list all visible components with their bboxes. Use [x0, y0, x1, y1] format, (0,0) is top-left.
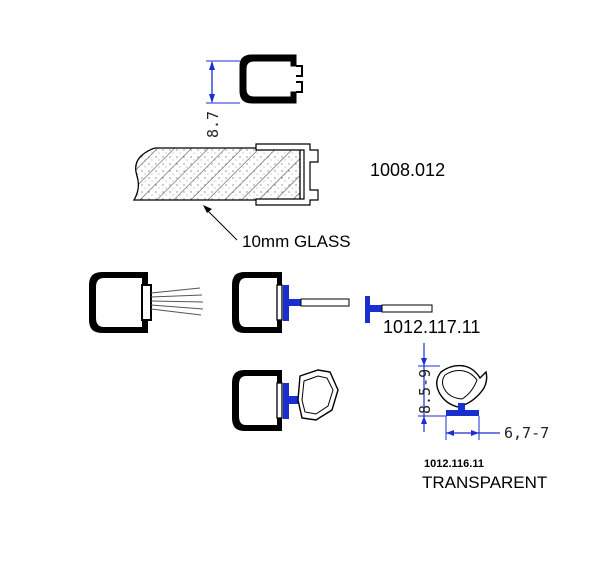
- bulb-seal-standalone: [436, 364, 488, 416]
- glass-panel: [132, 147, 301, 201]
- dimension-tee-width-text: 6,7-7: [504, 424, 549, 442]
- brush-seal-profile: [89, 272, 204, 333]
- dimension-bulb-height-text: 8.5-9: [416, 369, 434, 414]
- dimension-clip-height: 8.7: [204, 60, 240, 138]
- fin-seal-profile: [232, 272, 350, 333]
- transparent-label: TRANSPARENT: [422, 473, 547, 492]
- bulb-seal-profile: [232, 369, 339, 431]
- glass-thickness-label: 10mm GLASS: [242, 232, 351, 251]
- glass-profile-outline: [255, 143, 319, 206]
- t-seal-standalone: [365, 296, 433, 323]
- dimension-clip-height-text: 8.7: [204, 111, 222, 138]
- dimension-tee-width: 6,7-7: [445, 416, 549, 442]
- top-u-clip-profile: [239, 54, 303, 104]
- part-number-1012-117-11: 1012.117.11: [383, 317, 480, 337]
- part-number-1008-012: 1008.012: [370, 160, 445, 180]
- dimension-bulb-height: 8.5-9: [416, 343, 446, 432]
- glass-leader: [203, 205, 238, 241]
- part-number-1012-116-11: 1012.116.11: [424, 458, 484, 470]
